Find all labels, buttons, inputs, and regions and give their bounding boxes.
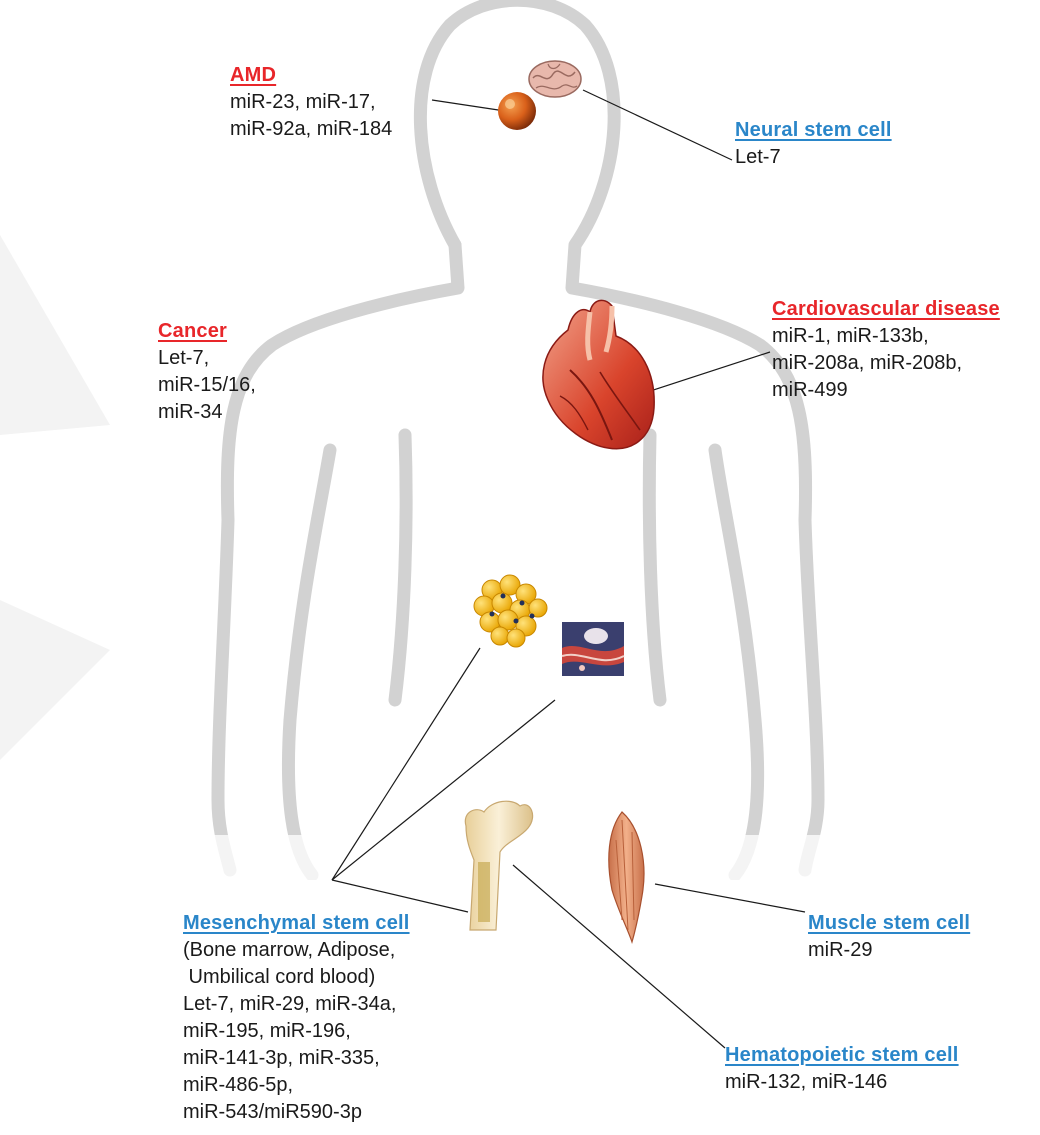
cardiovascular-title: Cardiovascular disease	[772, 296, 1000, 323]
mesenchymal-line: miR-141-3p, miR-335,	[183, 1045, 410, 1072]
hematopoietic-stem-cell-title: Hematopoietic stem cell	[725, 1042, 959, 1069]
amd-mirna-line: miR-23, miR-17,	[230, 89, 392, 116]
amd-title: AMD	[230, 62, 392, 89]
muscle-stem-cell-block: Muscle stem cell miR-29	[808, 910, 970, 964]
neural-mirna-line: Let-7	[735, 144, 892, 171]
neural-stem-cell-title: Neural stem cell	[735, 117, 892, 144]
cancer-title: Cancer	[158, 318, 256, 345]
cardiovascular-label-block: Cardiovascular disease miR-1, miR-133b, …	[772, 296, 1000, 404]
mesenchymal-line: miR-195, miR-196,	[183, 1018, 410, 1045]
connector-amd	[432, 100, 505, 111]
cancer-label-block: Cancer Let-7, miR-15/16, miR-34	[158, 318, 256, 426]
umbilical-tissue-icon	[562, 622, 624, 676]
mesenchymal-line: Umbilical cord blood)	[183, 964, 410, 991]
cancer-mirna-line: Let-7,	[158, 345, 256, 372]
mesenchymal-line: miR-486-5p,	[183, 1072, 410, 1099]
eye-icon	[498, 92, 536, 130]
heart-icon	[543, 300, 654, 448]
cancer-mirna-line: miR-15/16,	[158, 372, 256, 399]
hematopoietic-mirna-line: miR-132, miR-146	[725, 1069, 959, 1096]
hematopoietic-stem-cell-block: Hematopoietic stem cell miR-132, miR-146	[725, 1042, 959, 1096]
mesenchymal-line: Let-7, miR-29, miR-34a,	[183, 991, 410, 1018]
mesenchymal-line: miR-543/miR590-3p	[183, 1099, 410, 1126]
mesenchymal-stem-cell-title: Mesenchymal stem cell	[183, 910, 410, 937]
adipocyte-cluster-icon	[474, 575, 547, 647]
cardio-mirna-line: miR-208a, miR-208b,	[772, 350, 1000, 377]
cancer-mirna-line: miR-34	[158, 399, 256, 426]
mesenchymal-stem-cell-block: Mesenchymal stem cell (Bone marrow, Adip…	[183, 910, 410, 1126]
neural-stem-cell-block: Neural stem cell Let-7	[735, 117, 892, 171]
muscle-stem-cell-title: Muscle stem cell	[808, 910, 970, 937]
cardio-mirna-line: miR-499	[772, 377, 1000, 404]
watermark-shape	[0, 600, 110, 760]
cardio-mirna-line: miR-1, miR-133b,	[772, 323, 1000, 350]
brain-icon	[529, 61, 581, 97]
watermark-shape	[0, 235, 110, 435]
amd-label-block: AMD miR-23, miR-17, miR-92a, miR-184	[230, 62, 392, 143]
muscle-mirna-line: miR-29	[808, 937, 970, 964]
mesenchymal-line: (Bone marrow, Adipose,	[183, 937, 410, 964]
amd-mirna-line: miR-92a, miR-184	[230, 116, 392, 143]
